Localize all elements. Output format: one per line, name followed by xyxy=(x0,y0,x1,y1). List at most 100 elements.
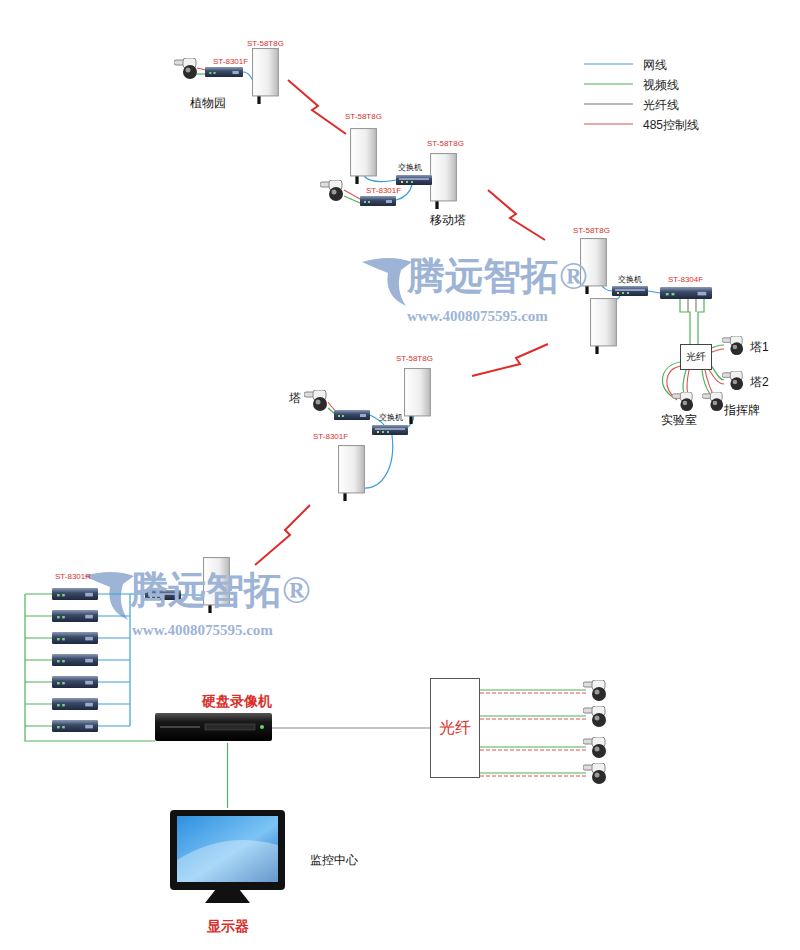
dvr-node: 硬盘录像机 xyxy=(155,693,272,743)
node-text: 光纤 xyxy=(686,351,706,363)
network-switch xyxy=(372,425,408,435)
wireless-link xyxy=(288,80,346,134)
legend-text: 485控制线 xyxy=(643,118,699,132)
legend-text: 视频线 xyxy=(643,78,679,92)
monitor-device xyxy=(177,816,278,882)
monitor-node: 显示器 xyxy=(165,808,290,934)
device-label: 交换机 xyxy=(379,414,403,423)
monitor-device xyxy=(170,810,285,890)
legend-samples xyxy=(584,123,633,124)
control-cable xyxy=(705,370,713,394)
monitor-device xyxy=(205,889,250,903)
dome-camera xyxy=(583,680,606,701)
legend-entry: 光纤线 xyxy=(643,97,679,114)
antenna-panel xyxy=(339,446,365,501)
fiber-cable xyxy=(688,299,696,312)
fiber-cable xyxy=(688,299,696,312)
video-connector xyxy=(227,743,228,808)
model-label: ST-58T8G xyxy=(247,40,284,49)
video-cable xyxy=(480,690,586,773)
watermark: 腾远智拓® xyxy=(407,256,587,298)
network-cable xyxy=(648,291,660,293)
network-cable xyxy=(98,594,130,726)
video-cable xyxy=(197,73,206,74)
video-cable xyxy=(25,594,52,726)
legend-samples xyxy=(584,103,633,104)
antenna-panel xyxy=(253,49,279,104)
legend-text: 网线 xyxy=(643,58,667,72)
antenna-panel xyxy=(431,154,457,209)
site-label: 塔 xyxy=(289,392,301,405)
model-label: ST-8301F xyxy=(213,58,248,67)
legend-entry: 视频线 xyxy=(643,77,679,94)
antenna-panel xyxy=(204,49,617,613)
watermark: 腾远智拓® xyxy=(130,570,310,612)
dome-camera xyxy=(304,390,327,411)
model-label: ST-58T8G xyxy=(345,113,382,122)
video-cable xyxy=(25,594,155,741)
video-cable xyxy=(663,362,680,398)
antenna-panel xyxy=(405,369,431,424)
device-label: 交换机 xyxy=(398,164,422,173)
legend-samples xyxy=(584,63,633,64)
converter-box xyxy=(334,410,370,420)
network-cable xyxy=(364,176,396,181)
control-cable xyxy=(197,68,206,70)
dome-camera xyxy=(583,763,606,784)
converter-box xyxy=(52,654,98,666)
converter-box xyxy=(52,676,98,688)
watermark-logo xyxy=(362,258,412,306)
site-label: 塔2 xyxy=(750,376,769,389)
dome-camera xyxy=(583,706,606,727)
dome-camera xyxy=(174,58,743,784)
network-switch xyxy=(396,175,432,185)
wireless-link xyxy=(255,505,310,565)
dome-camera xyxy=(722,371,743,390)
video-cable xyxy=(698,299,704,344)
site-label: 植物园 xyxy=(190,97,226,110)
device-label: 交换机 xyxy=(618,276,642,285)
model-label: ST-58T8G xyxy=(573,227,610,236)
converter-box xyxy=(52,632,98,644)
converter-box xyxy=(52,720,98,732)
wireless-link xyxy=(472,344,548,376)
site-label: 实验室 xyxy=(661,414,697,427)
model-label: ST-58T8G xyxy=(396,355,433,364)
dvr-device xyxy=(155,713,272,741)
antenna-panel xyxy=(591,299,617,354)
dvr-device xyxy=(205,724,255,730)
model-label: ST-8301R xyxy=(55,573,91,582)
converter-box xyxy=(52,698,98,710)
dome-camera xyxy=(672,392,693,411)
network-cable xyxy=(362,435,393,488)
control-cable xyxy=(687,370,689,394)
dome-camera xyxy=(320,180,343,201)
site-label: 移动塔 xyxy=(430,214,466,227)
dome-camera xyxy=(583,737,606,758)
converter-box xyxy=(205,67,243,77)
model-label: ST-8304F xyxy=(668,276,703,285)
dvr-device xyxy=(155,713,272,741)
site-label: 塔1 xyxy=(750,341,769,354)
dvr-device xyxy=(160,726,200,728)
wireless-link xyxy=(488,190,545,240)
node-text: 显示器 xyxy=(207,918,249,934)
room-label: 监控中心 xyxy=(310,854,358,867)
fiber-box: 光纤 xyxy=(680,344,712,370)
legend-text: 光纤线 xyxy=(643,98,679,112)
network-cable xyxy=(98,72,660,726)
legend-entry: 485控制线 xyxy=(643,117,699,134)
monitor-device xyxy=(170,810,285,903)
model-label: ST-8301F xyxy=(313,433,348,442)
dome-camera xyxy=(722,336,743,355)
legend-entry: 网线 xyxy=(643,57,667,74)
model-label: ST-58T8G xyxy=(427,140,464,149)
legend-samples xyxy=(584,64,633,124)
monitor-device xyxy=(177,840,278,882)
dvr-device xyxy=(260,725,264,729)
converter-box xyxy=(660,287,712,299)
node-text: 光纤 xyxy=(439,719,471,737)
control-cable xyxy=(480,693,586,776)
